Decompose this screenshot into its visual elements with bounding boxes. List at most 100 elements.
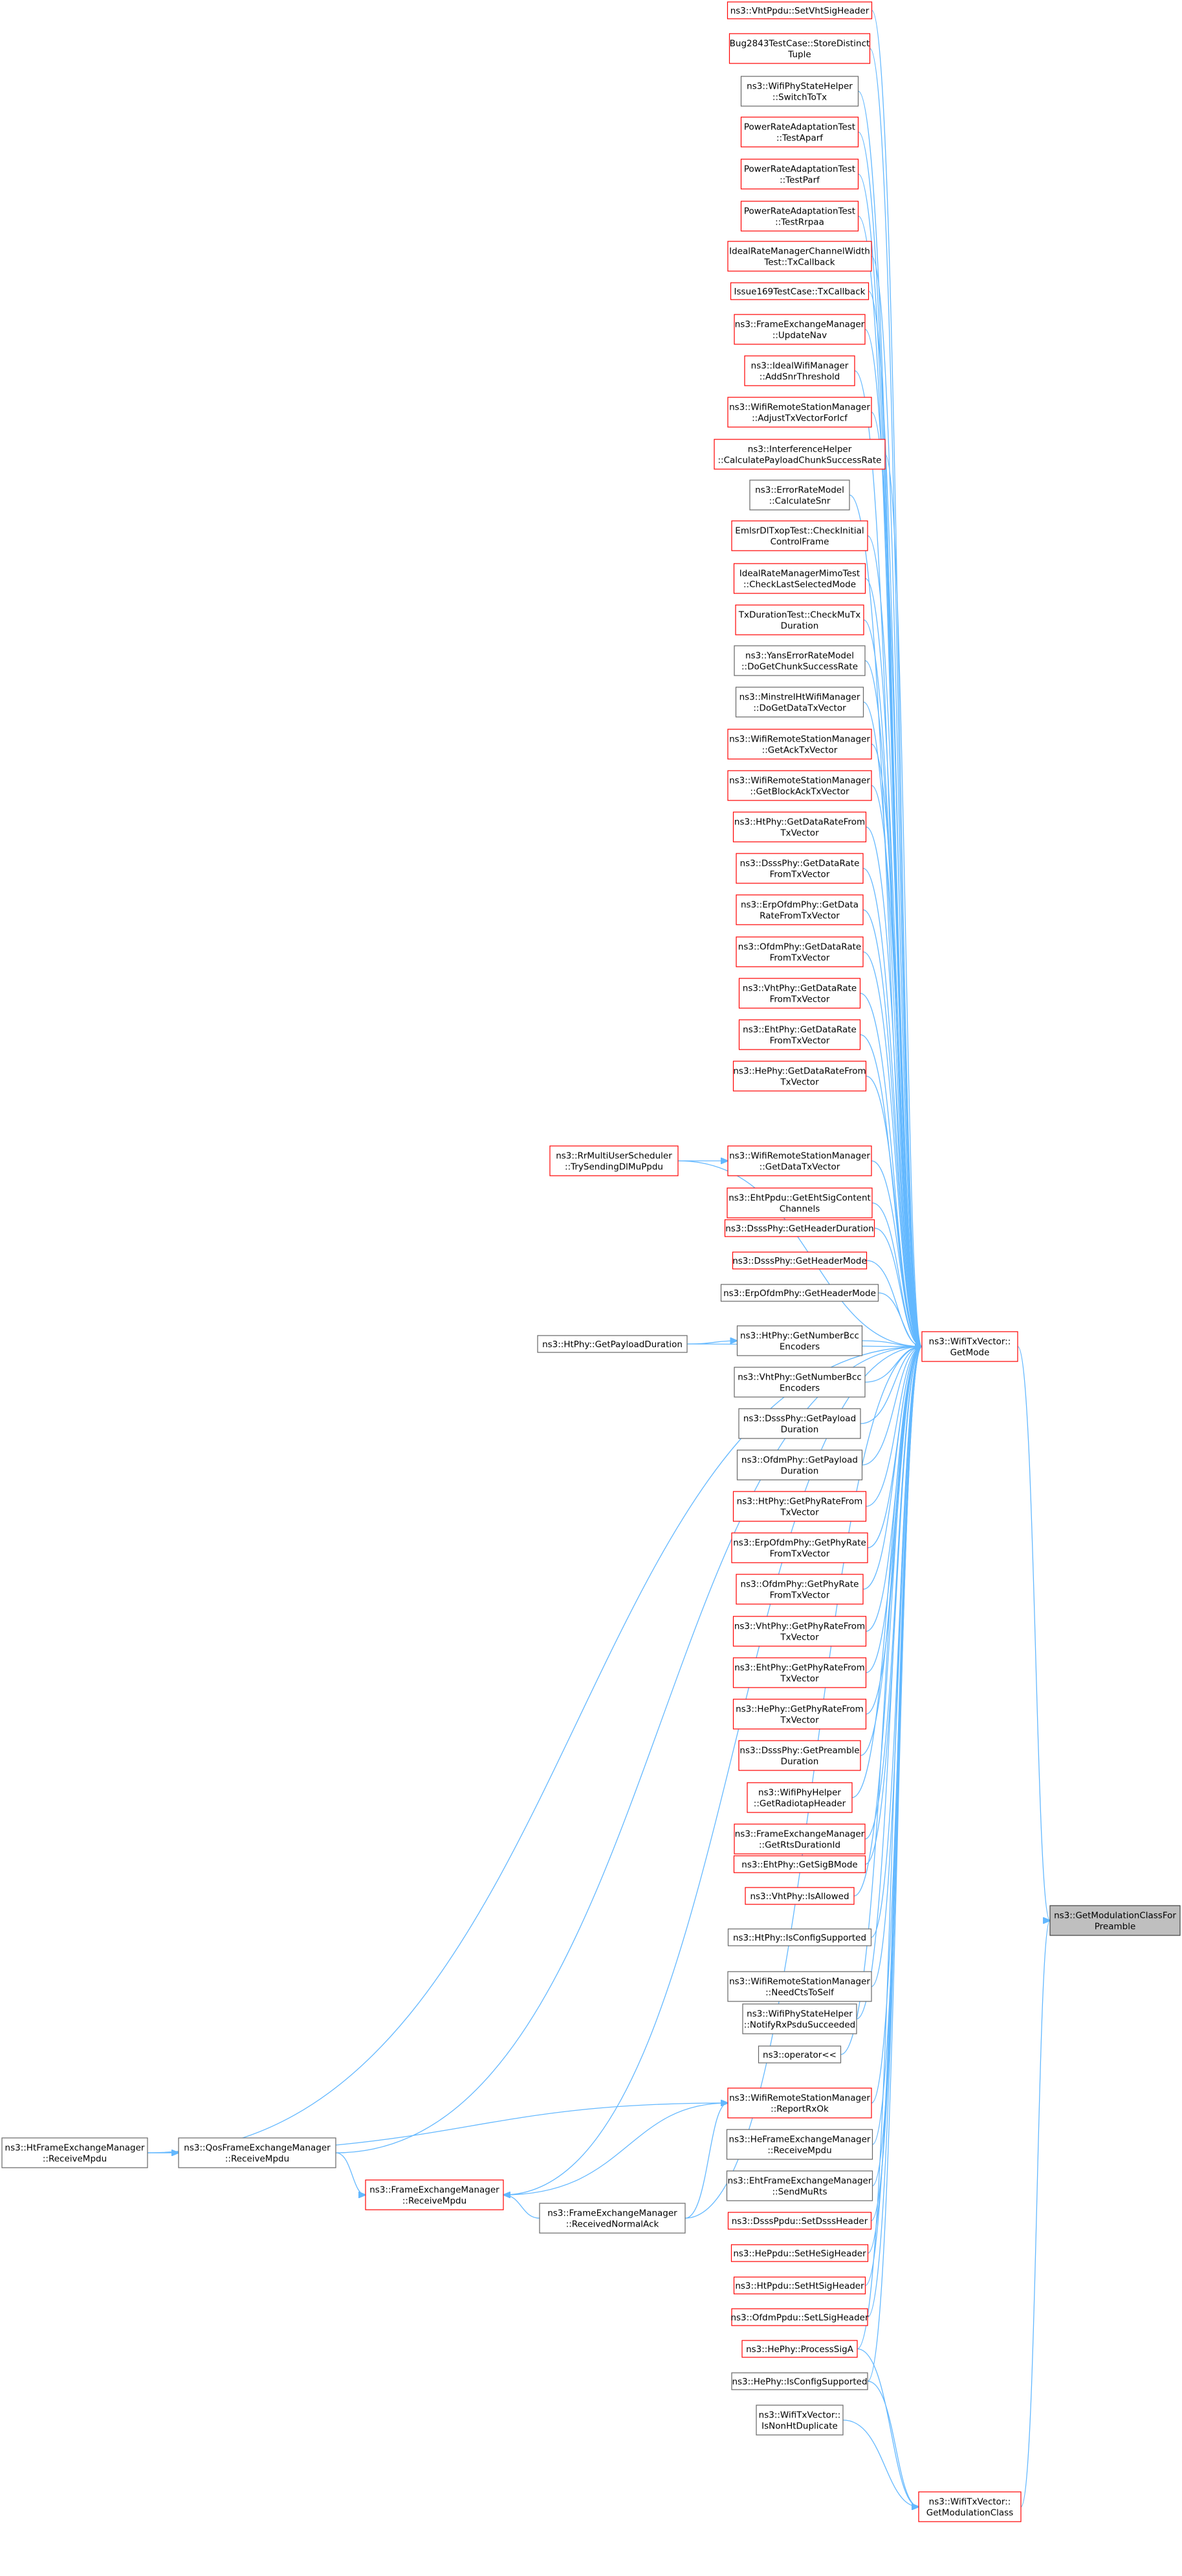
node-n50[interactable]: ns3::HtPhy::IsConfigSupported	[727, 1928, 872, 1946]
node-n8[interactable]: Issue169TestCase::TxCallback	[730, 282, 870, 300]
node-n38[interactable]: ns3::OfdmPhy::GetPayloadDuration	[736, 1449, 863, 1481]
node-n65[interactable]: ns3::HePhy::ProcessSigA	[741, 2340, 858, 2358]
node-label-line: ns3::RrMultiUserScheduler	[556, 1151, 672, 1161]
node-box	[736, 1325, 863, 1356]
node-box	[747, 1782, 853, 1813]
node-n5[interactable]: PowerRateAdaptationTest::TestParf	[740, 159, 859, 190]
node-n58[interactable]: ns3::WifiRemoteStationManager::ReportRxO…	[727, 2087, 872, 2119]
node-n13[interactable]: ns3::ErrorRateModel::CalculateSnr	[749, 479, 850, 511]
node-box	[740, 76, 859, 107]
node-n7[interactable]: IdealRateManagerChannelWidthTest::TxCall…	[727, 241, 872, 272]
node-label-line: ns3::HtPhy::GetNumberBcc	[740, 1331, 859, 1341]
node-n4[interactable]: PowerRateAdaptationTest::TestAparf	[740, 116, 859, 148]
node-n11[interactable]: ns3::WifiRemoteStationManager::AdjustTxV…	[727, 397, 872, 428]
node-label-line: ns3::ErpOfdmPhy::GetPhyRate	[733, 1538, 866, 1548]
node-n54[interactable]: ns3::HtFrameExchangeManager::ReceiveMpdu	[1, 2137, 148, 2168]
node-n12[interactable]: ns3::InterferenceHelper::CalculatePayloa…	[714, 439, 886, 470]
node-n3[interactable]: ns3::WifiPhyStateHelper::SwitchToTx	[740, 76, 859, 107]
node-gm[interactable]: ns3::WifiTxVector::GetMode	[921, 1331, 1018, 1362]
node-n18[interactable]: ns3::MinstrelHtWifiManager::DoGetDataTxV…	[735, 687, 864, 718]
node-label-line: FromTxVector	[770, 995, 830, 1005]
edge-n39-to-gm	[866, 1347, 923, 1507]
node-label-line: GetModulationClass	[926, 2508, 1014, 2518]
node-box	[733, 563, 866, 594]
node-box	[736, 1449, 863, 1481]
edge-gm-to-root	[1017, 1346, 1050, 1921]
node-gmc[interactable]: ns3::WifiTxVector::GetModulationClass	[918, 2491, 1022, 2522]
node-n66[interactable]: ns3::HePhy::IsConfigSupported	[731, 2372, 868, 2390]
node-n67[interactable]: ns3::WifiTxVector::IsNonHtDuplicate	[756, 2405, 844, 2436]
node-n61[interactable]: ns3::DsssPpdu::SetDsssHeader	[727, 2212, 872, 2230]
edge-n49-to-gm	[853, 1347, 922, 1897]
edge-n51-to-gm	[871, 1347, 922, 1987]
node-n48[interactable]: ns3::EhtPhy::GetSigBMode	[733, 1855, 866, 1873]
edge-n22-to-gm	[862, 868, 922, 1347]
node-n31[interactable]: ns3::DsssPhy::GetHeaderDuration	[724, 1219, 875, 1237]
node-n34[interactable]: ns3::HtPhy::GetPayloadDuration	[537, 1335, 688, 1353]
node-n60[interactable]: ns3::EhtFrameExchangeManager::SendMuRts	[726, 2170, 873, 2201]
edge-n57-to-n58	[684, 2103, 728, 2219]
node-n32[interactable]: ns3::DsssPhy::GetHeaderMode	[732, 1251, 868, 1270]
node-n47[interactable]: ns3::FrameExchangeManager::GetRtsDuratio…	[734, 1823, 866, 1855]
node-label-line: ::UpdateNav	[772, 331, 827, 341]
node-n33[interactable]: ns3::ErpOfdmPhy::GetHeaderMode	[720, 1284, 879, 1302]
node-n56[interactable]: ns3::FrameExchangeManager::ReceiveMpdu	[365, 2179, 504, 2210]
node-box	[727, 1, 873, 19]
node-n62[interactable]: ns3::HePpdu::SetHeSigHeader	[730, 2244, 869, 2262]
node-n57[interactable]: ns3::FrameExchangeManager::ReceivedNorma…	[539, 2203, 686, 2234]
node-label-line: ns3::YansErrorRateModel	[745, 651, 854, 661]
node-label-line: ::AdjustTxVectorForIcf	[752, 413, 848, 424]
node-label-line: ns3::GetModulationClassFor	[1054, 1911, 1176, 1921]
node-n14[interactable]: EmlsrDlTxopTest::CheckInitialControlFram…	[731, 520, 868, 551]
node-n15[interactable]: IdealRateManagerMimoTest::CheckLastSelec…	[733, 563, 866, 594]
node-n51[interactable]: ns3::WifiRemoteStationManager::NeedCtsTo…	[727, 1971, 872, 2002]
node-n46[interactable]: ns3::WifiPhyHelper::GetRadiotapHeader	[747, 1782, 853, 1813]
node-n17[interactable]: ns3::YansErrorRateModel::DoGetChunkSucce…	[734, 645, 866, 676]
node-box	[734, 1367, 866, 1398]
edge-n54-to-gm	[147, 1347, 922, 2153]
node-n53[interactable]: ns3::operator<<	[758, 2045, 842, 2064]
node-n55[interactable]: ns3::QosFrameExchangeManager::ReceiveMpd…	[178, 2137, 336, 2168]
node-n52[interactable]: ns3::WifiPhyStateHelper::NotifyRxPsduSuc…	[742, 2003, 857, 2034]
node-n49[interactable]: ns3::VhtPhy::IsAllowed	[745, 1887, 855, 1905]
node-n9[interactable]: ns3::FrameExchangeManager::UpdateNav	[734, 314, 866, 345]
node-n6[interactable]: PowerRateAdaptationTest::TestRrpaa	[740, 201, 859, 232]
node-n28[interactable]: ns3::RrMultiUserScheduler::TrySendingDlM…	[549, 1145, 679, 1176]
node-label-line: FromTxVector	[770, 953, 830, 963]
node-label-line: ns3::EhtPhy::GetSigBMode	[741, 1860, 857, 1870]
node-box	[539, 2203, 686, 2234]
node-box	[741, 2340, 858, 2358]
node-n1[interactable]: ns3::VhtPpdu::SetVhtSigHeader	[727, 1, 873, 19]
node-box	[758, 2045, 842, 2064]
node-n37[interactable]: ns3::DsssPhy::GetPayloadDuration	[738, 1408, 861, 1439]
node-n19[interactable]: ns3::WifiRemoteStationManager::GetAckTxV…	[727, 729, 872, 760]
node-n10[interactable]: ns3::IdealWifiManager::AddSnrThreshold	[744, 355, 855, 386]
node-n59[interactable]: ns3::HeFrameExchangeManager::ReceiveMpdu	[726, 2129, 873, 2160]
node-n64[interactable]: ns3::OfdmPpdu::SetLSigHeader	[730, 2308, 869, 2326]
node-label-line: TxDurationTest::CheckMuTx	[738, 610, 861, 621]
node-n29[interactable]: ns3::WifiRemoteStationManager::GetDataTx…	[727, 1145, 872, 1176]
node-n20[interactable]: ns3::WifiRemoteStationManager::GetBlockA…	[727, 770, 872, 801]
node-n63[interactable]: ns3::HtPpdu::SetHtSigHeader	[733, 2276, 866, 2295]
node-box	[732, 1251, 868, 1270]
